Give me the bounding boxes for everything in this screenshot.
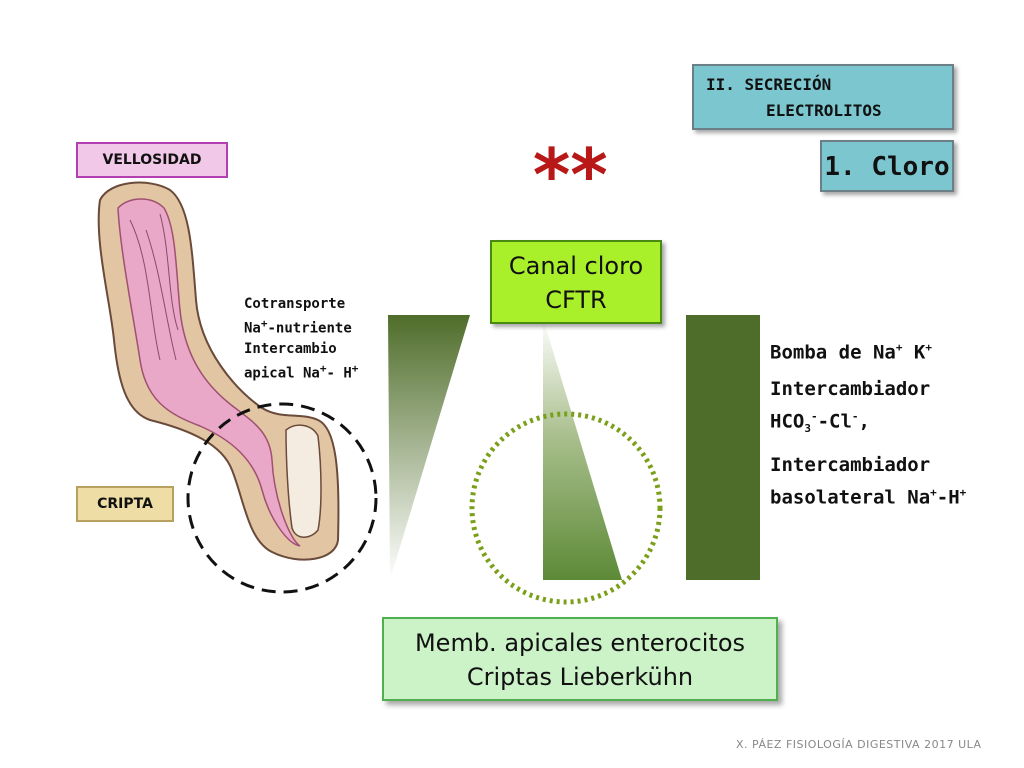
crypt-label: CRIPTA (76, 486, 174, 522)
gradient-triangle-left (388, 315, 470, 580)
footer-credit: X. PÁEZ FISIOLOGÍA DIGESTIVA 2017 ULA (736, 738, 982, 751)
cotransport-line1: Cotransporte (244, 296, 346, 312)
villus-illustration (97, 181, 340, 561)
apical-highlight-circle (469, 411, 663, 605)
stars-mark: ** (530, 133, 611, 217)
membrane-line1: Memb. apicales enterocitos (414, 629, 746, 657)
membrane-line2: Criptas Lieberkühn (466, 663, 694, 691)
membrane-label: Memb. apicales enterocitos Criptas Liebe… (382, 617, 778, 701)
section-title-box: II. SECRECIÓN ELECTROLITOS (692, 64, 954, 130)
section-title-line2: ELECTROLITOS (766, 101, 882, 120)
cotransport-line3: Intercambio (244, 340, 337, 357)
cotransport-line2: Na+-nutriente (244, 317, 352, 337)
crypt-highlight-circle (186, 402, 378, 594)
transporters-list: Bomba de Na+ K+ Intercambiador HCO3--Cl-… (770, 334, 966, 522)
gradient-triangle-middle (543, 318, 622, 580)
basolateral-bar (686, 315, 760, 580)
pump-item: Bomba de Na+ K+ (770, 341, 932, 364)
cftr-line1: Canal cloro (508, 252, 644, 280)
villus-label: VELLOSIDAD (76, 142, 228, 178)
subsection-title: 1. Cloro (820, 140, 954, 192)
cftr-line2: CFTR (545, 286, 607, 314)
exchanger-bicarbonate-item: Intercambiador HCO3--Cl-, (770, 378, 931, 436)
section-title-line1: II. SECRECIÓN (706, 75, 832, 94)
exchanger-basolateral-item: Intercambiador basolateral Na+-H+ (770, 454, 967, 509)
cotransport-line4: apical Na+- H+ (244, 361, 359, 382)
cftr-channel-label: Canal cloro CFTR (490, 240, 662, 324)
cotransport-text: Cotransporte Na+-nutriente Intercambio a… (244, 294, 358, 383)
